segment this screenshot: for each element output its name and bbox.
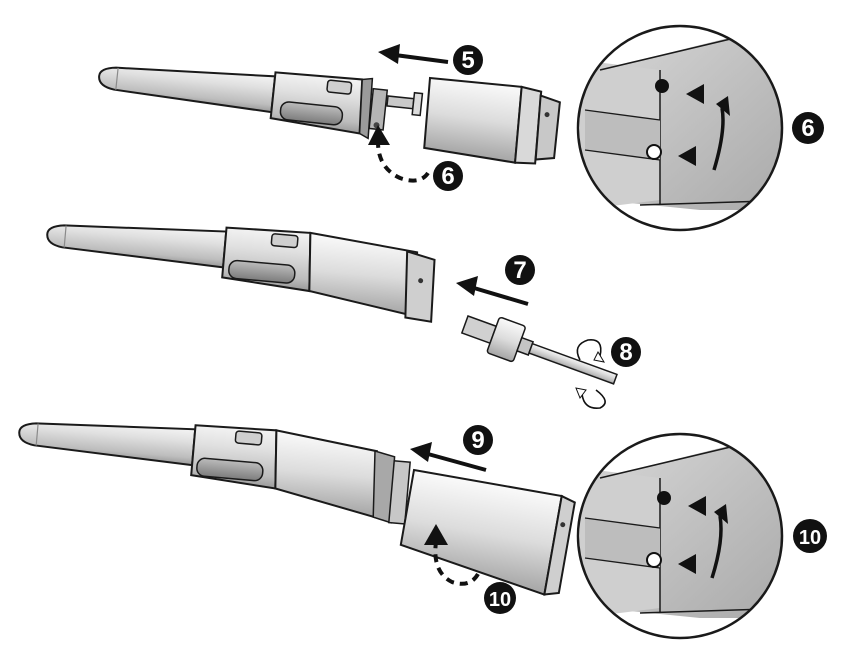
alignment-mark-open-circle-icon — [646, 144, 662, 160]
grip-inset — [279, 101, 344, 126]
rotate-arrow-step-10 — [424, 524, 480, 586]
step-badge-10-detail: 10 — [793, 519, 827, 553]
rotate-direction-arrow-icon — [712, 107, 725, 171]
detail-view-alignment-top — [576, 24, 784, 232]
rotate-direction-arrow-icon — [710, 515, 723, 579]
alignment-triangle-icon — [686, 84, 704, 104]
step-badge-6-detail: 6 — [792, 112, 824, 144]
twist-arrow-step-8 — [575, 339, 606, 410]
alignment-mark-filled-circle-icon — [655, 79, 669, 93]
slide-button — [270, 233, 299, 249]
detail-view-alignment-bottom — [576, 432, 784, 640]
svg-text:10: 10 — [799, 527, 821, 549]
push-arrow-step-5 — [378, 44, 449, 64]
step-badge-6: 6 — [433, 161, 463, 191]
attached-cap — [399, 468, 576, 596]
svg-text:5: 5 — [461, 47, 474, 74]
step-badge-9: 9 — [463, 425, 493, 455]
grip-inset — [196, 457, 264, 482]
alignment-triangle-icon — [678, 146, 696, 166]
step-badge-8: 8 — [611, 337, 641, 367]
push-arrow-step-9 — [410, 442, 487, 472]
grip-inset — [228, 259, 296, 284]
handle-body — [98, 66, 389, 140]
handle-assembly-step-7-8 — [46, 224, 618, 385]
step-badge-5: 5 — [453, 45, 483, 75]
svg-text:9: 9 — [471, 427, 484, 454]
separated-cap — [423, 76, 561, 165]
slide-button — [326, 79, 353, 95]
step-badge-7: 7 — [505, 255, 535, 285]
svg-text:7: 7 — [513, 257, 526, 284]
removed-inner-part — [460, 315, 618, 385]
push-arrow-step-7 — [456, 276, 529, 306]
inner-cartridge — [386, 91, 424, 117]
rotate-arrow-step-6 — [368, 125, 430, 183]
alignment-triangle-icon — [688, 496, 706, 516]
handle-assembly-step-9-10 — [18, 422, 576, 596]
svg-text:10: 10 — [489, 589, 511, 611]
handle-body — [46, 224, 436, 323]
svg-text:8: 8 — [619, 339, 632, 366]
alignment-mark-filled-circle-icon — [657, 491, 671, 505]
handle-assembly-step-5-6 — [98, 66, 561, 165]
svg-text:6: 6 — [441, 163, 454, 190]
handle-body — [18, 422, 411, 525]
alignment-triangle-icon — [678, 554, 696, 574]
step-badge-10: 10 — [484, 582, 516, 614]
svg-text:6: 6 — [801, 115, 814, 142]
slide-button — [234, 430, 263, 446]
alignment-mark-open-circle-icon — [646, 552, 662, 568]
